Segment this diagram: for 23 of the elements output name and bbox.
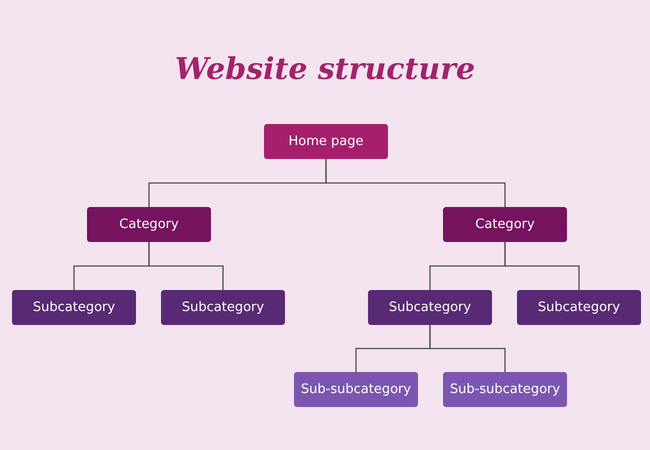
tree-node-box [294, 372, 418, 407]
tree-node-box [264, 124, 388, 159]
node-label: Subcategory [538, 300, 620, 315]
node-label: Category [475, 217, 535, 232]
tree-node-box [368, 290, 492, 325]
connector-line [429, 325, 506, 372]
tree-node-box [161, 290, 285, 325]
tree-node-box [443, 207, 567, 242]
node-label: Category [119, 217, 179, 232]
tree-node-box [87, 207, 211, 242]
tree-node-box [443, 372, 567, 407]
connector-line [148, 242, 224, 290]
node-label: Sub-subcategory [300, 382, 412, 397]
tree-node-box [12, 290, 136, 325]
node-label: Subcategory [182, 300, 264, 315]
diagram-title: Website structure [174, 52, 476, 87]
connector-line [325, 159, 506, 207]
node-label: Sub-subcategory [450, 382, 560, 397]
node-label: Subcategory [388, 300, 472, 315]
tree-node-box [517, 290, 641, 325]
connector-line [504, 242, 580, 290]
node-label: Home page [288, 134, 364, 149]
node-label: Subcategory [32, 300, 116, 315]
